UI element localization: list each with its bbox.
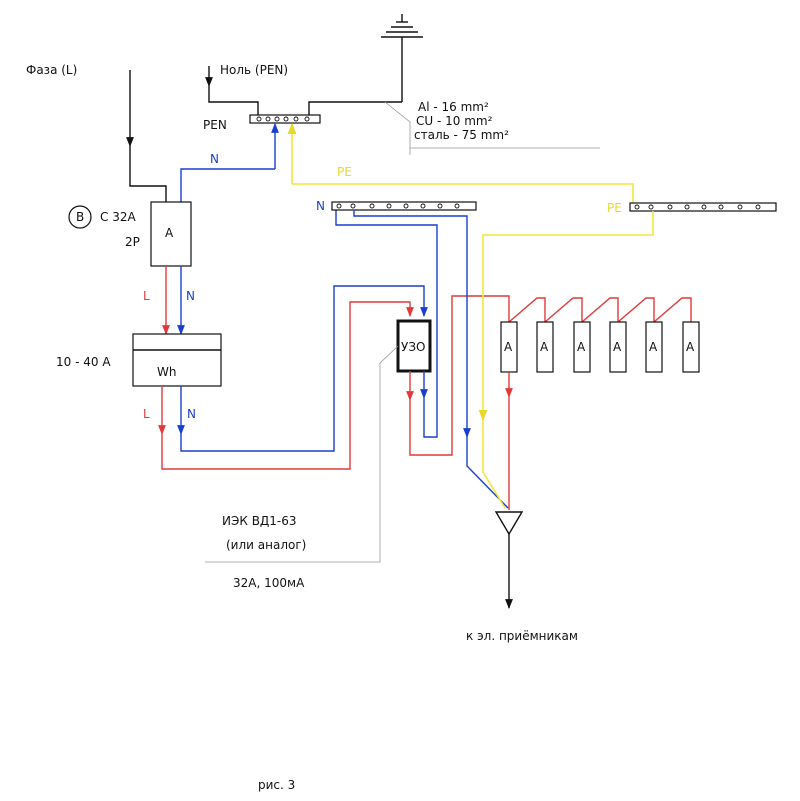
group-breaker-label: A	[540, 340, 549, 354]
rcd-model-leader	[205, 345, 399, 563]
ground-spec-cu: CU - 10 mm²	[416, 114, 493, 128]
phase-to-breaker-wire	[129, 146, 167, 202]
figure-caption: рис. 3	[258, 778, 295, 792]
rcd-model-alt-label: (или аналог)	[226, 538, 306, 552]
load-output-label: к эл. приёмникам	[466, 629, 578, 643]
neutral-to-breaker-wire	[180, 168, 275, 202]
group-breakers-phase-chain	[508, 297, 692, 324]
rcd-to-nbus-wire	[335, 208, 438, 438]
load-terminal-icon	[494, 511, 524, 536]
phase-wire-label: L	[143, 289, 150, 303]
main-breaker	[150, 201, 192, 267]
rcd-to-groups-phase-wire	[409, 295, 510, 456]
ground-to-pen-wire	[308, 101, 402, 115]
breaker-type-label: B	[76, 210, 84, 224]
pe-bus-label: PE	[607, 201, 622, 215]
ground-spec-al: Al - 16 mm²	[418, 100, 489, 114]
breaker-poles-label: 2P	[125, 235, 140, 249]
phase-wire-label: L	[143, 407, 150, 421]
pe-bus	[629, 202, 777, 212]
rcd-rating-label: 32A, 100мА	[233, 576, 305, 590]
neutral-input-label: Ноль (PEN)	[220, 63, 288, 77]
group-breaker-label: A	[649, 340, 658, 354]
meter-to-rcd-phase-route	[161, 301, 414, 470]
ground-spec-leader	[384, 101, 600, 155]
group-breaker	[645, 321, 663, 373]
pe-feed-wire	[292, 183, 634, 203]
pebus-to-load-wire	[478, 211, 654, 422]
group-breakers	[500, 321, 700, 373]
group-breaker	[609, 321, 627, 373]
meter-to-rcd-neutral-route	[180, 285, 428, 452]
pen-bus-label: PEN	[203, 118, 227, 132]
neutral-to-pen-wire	[208, 86, 259, 115]
group-breaker-label: A	[577, 340, 586, 354]
neutral-wire-label: N	[186, 289, 195, 303]
breaker-rating-label: C 32A	[100, 210, 136, 224]
neutral-wire-label: N	[210, 152, 219, 166]
breaker-type-icon	[68, 205, 92, 229]
pen-bus	[249, 114, 321, 124]
group-breaker	[682, 321, 700, 373]
n-bus	[331, 201, 477, 211]
pe-wire-label: PE	[337, 165, 352, 179]
rcd-box-label: УЗО	[401, 340, 425, 354]
group-breaker	[573, 321, 591, 373]
breaker-box-label: A	[165, 226, 174, 240]
neutral-wire-label: N	[187, 407, 196, 421]
group-breaker-label: A	[686, 340, 695, 354]
nbus-to-load-neutral-wire	[353, 210, 471, 438]
rcd-model-label: ИЭК ВД1-63	[222, 514, 297, 528]
ground-icon	[381, 14, 423, 102]
meter-range-label: 10 - 40 A	[56, 355, 111, 369]
group-breaker	[536, 321, 554, 373]
ground-spec-steel: сталь - 75 mm²	[414, 128, 509, 142]
electricity-meter	[132, 333, 222, 387]
n-bus-label: N	[316, 199, 325, 213]
group-breaker-label: A	[504, 340, 513, 354]
meter-box-label: Wh	[157, 365, 176, 379]
phase-label: Фаза (L)	[26, 63, 77, 77]
load-pe-wire	[482, 420, 506, 509]
group-breaker-label: A	[613, 340, 622, 354]
load-neutral-wire	[466, 437, 509, 509]
